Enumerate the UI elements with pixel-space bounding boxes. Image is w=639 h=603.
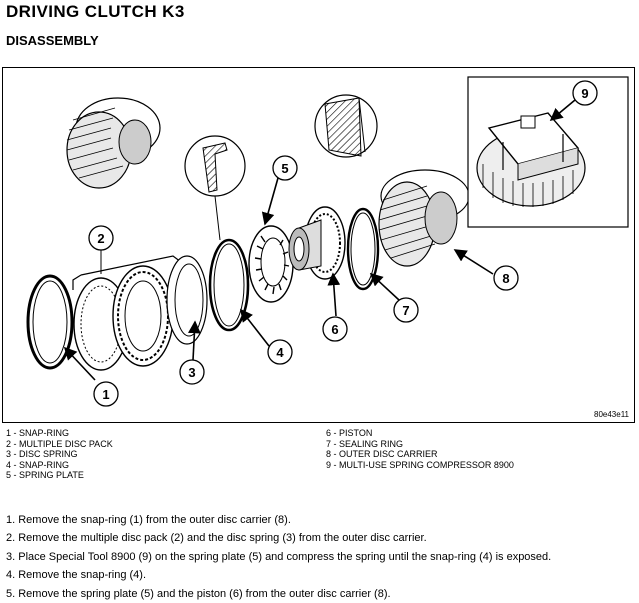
callout-7: 7 [393, 297, 419, 323]
callout-3-label: 3 [188, 365, 195, 380]
procedure-step: 1. Remove the snap-ring (1) from the out… [6, 514, 291, 526]
legend-item: 7 - SEALING RING [326, 438, 404, 449]
outer-disc-carrier-part [378, 169, 470, 267]
sealing-ring-part [346, 207, 380, 291]
callout-4: 4 [267, 339, 293, 365]
callout-8-label: 8 [502, 271, 509, 286]
callout-1: 1 [93, 381, 119, 407]
legend-item: 8 - OUTER DISC CARRIER [326, 449, 438, 460]
disc-pack-part [73, 265, 174, 371]
legend-item: 2 - MULTIPLE DISC PACK [6, 438, 113, 449]
callout-9-label: 9 [581, 86, 588, 101]
page-title: DRIVING CLUTCH K3 [6, 2, 185, 21]
callout-6-label: 6 [331, 322, 338, 337]
snap-ring-4-part [208, 238, 250, 332]
legend-item: 4 - SNAP-RING [6, 459, 70, 470]
top-drum-part [66, 97, 161, 189]
callout-8: 8 [493, 265, 519, 291]
section-subtitle: DISASSEMBLY [6, 33, 99, 48]
callout-1-label: 1 [102, 387, 109, 402]
callout-4-label: 4 [276, 345, 284, 360]
callout-5-label: 5 [281, 161, 288, 176]
legend-item: 3 - DISC SPRING [6, 449, 78, 460]
procedure-step: 4. Remove the snap-ring (4). [6, 569, 147, 582]
callout-5: 5 [272, 155, 298, 181]
procedure-steps: 1. Remove the snap-ring (1) from the out… [6, 511, 551, 603]
legend-right: 6 - PISTON 7 - SEALING RING 8 - OUTER DI… [326, 428, 514, 470]
callout-7-label: 7 [402, 303, 409, 318]
callout-3: 3 [179, 359, 205, 385]
callout-2-label: 2 [97, 231, 104, 246]
detail-view-piston-section [314, 94, 378, 158]
callout-6: 6 [322, 316, 348, 342]
legend-item: 5 - SPRING PLATE [6, 470, 84, 481]
legend-left: 1 - SNAP-RING 2 - MULTIPLE DISC PACK 3 -… [6, 428, 113, 481]
piston-part [288, 206, 346, 280]
disc-spring-part [166, 255, 208, 345]
callout-2: 2 [88, 225, 114, 251]
exploded-diagram: 1 2 3 4 5 6 7 8 [26, 76, 629, 407]
exploded-view-figure: 1 2 3 4 5 6 7 8 [2, 67, 635, 423]
legend-item: 9 - MULTI-USE SPRING COMPRESSOR 8900 [326, 459, 514, 470]
legend-item: 6 - PISTON [326, 428, 373, 438]
callout-9: 9 [572, 80, 598, 106]
figure-id: 80e43e11 [594, 410, 629, 419]
procedure-step: 2. Remove the multiple disc pack (2) and… [6, 532, 427, 545]
spring-plate-part [248, 225, 294, 303]
detail-view-snap-ring [184, 135, 246, 241]
procedure-step: 5. Remove the spring plate (5) and the p… [6, 587, 391, 600]
procedure-step: 3. Place Special Tool 8900 (9) on the sp… [6, 550, 552, 563]
snap-ring-part [26, 274, 74, 370]
legend-item: 1 - SNAP-RING [6, 428, 70, 438]
special-tool-inset [467, 76, 629, 228]
